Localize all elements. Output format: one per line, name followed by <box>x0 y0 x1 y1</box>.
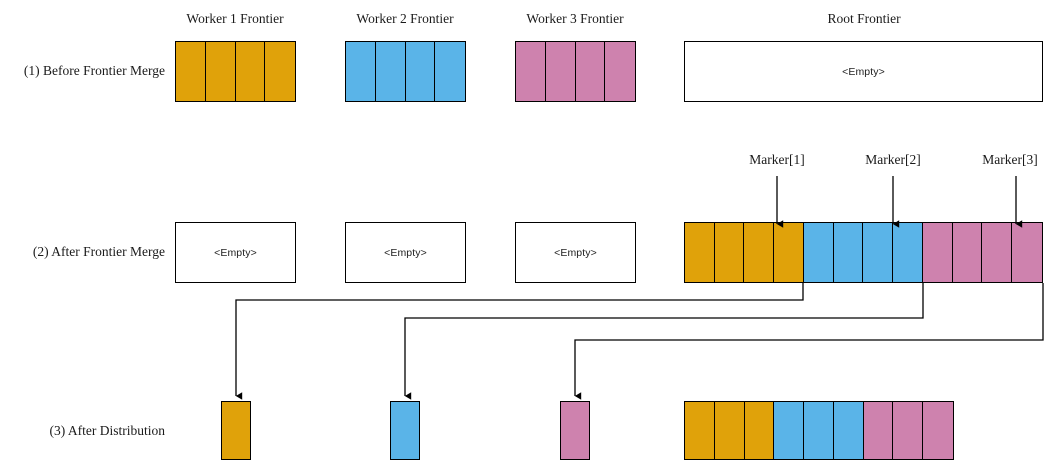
frontier-cell <box>222 402 250 459</box>
row1-worker1-frontier <box>175 41 296 102</box>
marker-label-3: Marker[3] <box>982 152 1038 167</box>
distribution-connector-2 <box>404 283 924 400</box>
row1-worker3-frontier <box>515 41 636 102</box>
frontier-cell <box>205 42 236 101</box>
row3-root-frontier <box>684 401 954 460</box>
empty-label: <Empty> <box>554 246 597 259</box>
frontier-cell <box>714 402 745 459</box>
frontier-cell <box>744 223 775 282</box>
marker-label-2: Marker[2] <box>865 152 921 167</box>
frontier-cell <box>923 402 953 459</box>
frontier-cell <box>922 223 953 282</box>
frontier-cell <box>516 42 546 101</box>
frontier-cell <box>235 42 266 101</box>
column-title-worker-2: Worker 2 Frontier <box>356 11 454 26</box>
frontier-cell <box>561 402 589 459</box>
frontier-cell <box>952 223 983 282</box>
frontier-cell <box>893 223 923 282</box>
row-label-before-frontier-merge: (1) Before Frontier Merge <box>23 63 165 78</box>
frontier-cell <box>803 223 834 282</box>
frontier-cell <box>545 42 576 101</box>
frontier-cell <box>265 42 295 101</box>
frontier-cell <box>575 42 606 101</box>
frontier-cell <box>346 42 376 101</box>
frontier-cell <box>435 42 465 101</box>
frontier-cell <box>391 402 419 459</box>
row-label-after-frontier-merge: (2) After Frontier Merge <box>32 244 165 259</box>
empty-label: <Empty> <box>842 65 885 78</box>
frontier-cell <box>605 42 635 101</box>
frontier-cell <box>833 223 864 282</box>
distribution-connector-3 <box>574 283 1044 400</box>
row-label-after-distribution: (3) After Distribution <box>49 423 165 438</box>
row1-worker2-frontier <box>345 41 466 102</box>
frontier-cell <box>833 402 864 459</box>
frontier-cell <box>982 223 1013 282</box>
frontier-cell <box>1012 223 1042 282</box>
frontier-cell <box>685 402 715 459</box>
frontier-cell <box>176 42 206 101</box>
frontier-cell <box>863 402 894 459</box>
marker-label-1: Marker[1] <box>749 152 805 167</box>
empty-label: <Empty> <box>214 246 257 259</box>
column-title-worker-1: Worker 1 Frontier <box>186 11 284 26</box>
frontier-cell <box>685 223 715 282</box>
empty-label: <Empty> <box>384 246 427 259</box>
row2-worker2-frontier-empty: <Empty> <box>345 222 466 283</box>
frontier-cell <box>714 223 745 282</box>
row2-worker1-frontier-empty: <Empty> <box>175 222 296 283</box>
row2-root-frontier-merged <box>684 222 1043 283</box>
row3-worker3-frontier <box>560 401 590 460</box>
frontier-cell <box>744 402 775 459</box>
frontier-cell <box>804 402 834 459</box>
row3-worker1-frontier <box>221 401 251 460</box>
frontier-cell <box>375 42 406 101</box>
frontier-cell <box>893 402 924 459</box>
distribution-connector-1 <box>235 283 804 400</box>
frontier-cell <box>863 223 894 282</box>
frontier-cell <box>774 402 805 459</box>
row2-worker3-frontier-empty: <Empty> <box>515 222 636 283</box>
row1-root-frontier-empty: <Empty> <box>684 41 1043 102</box>
column-title-root: Root Frontier <box>827 11 901 26</box>
column-title-worker-3: Worker 3 Frontier <box>526 11 624 26</box>
frontier-cell <box>774 223 804 282</box>
frontier-cell <box>405 42 436 101</box>
row3-worker2-frontier <box>390 401 420 460</box>
